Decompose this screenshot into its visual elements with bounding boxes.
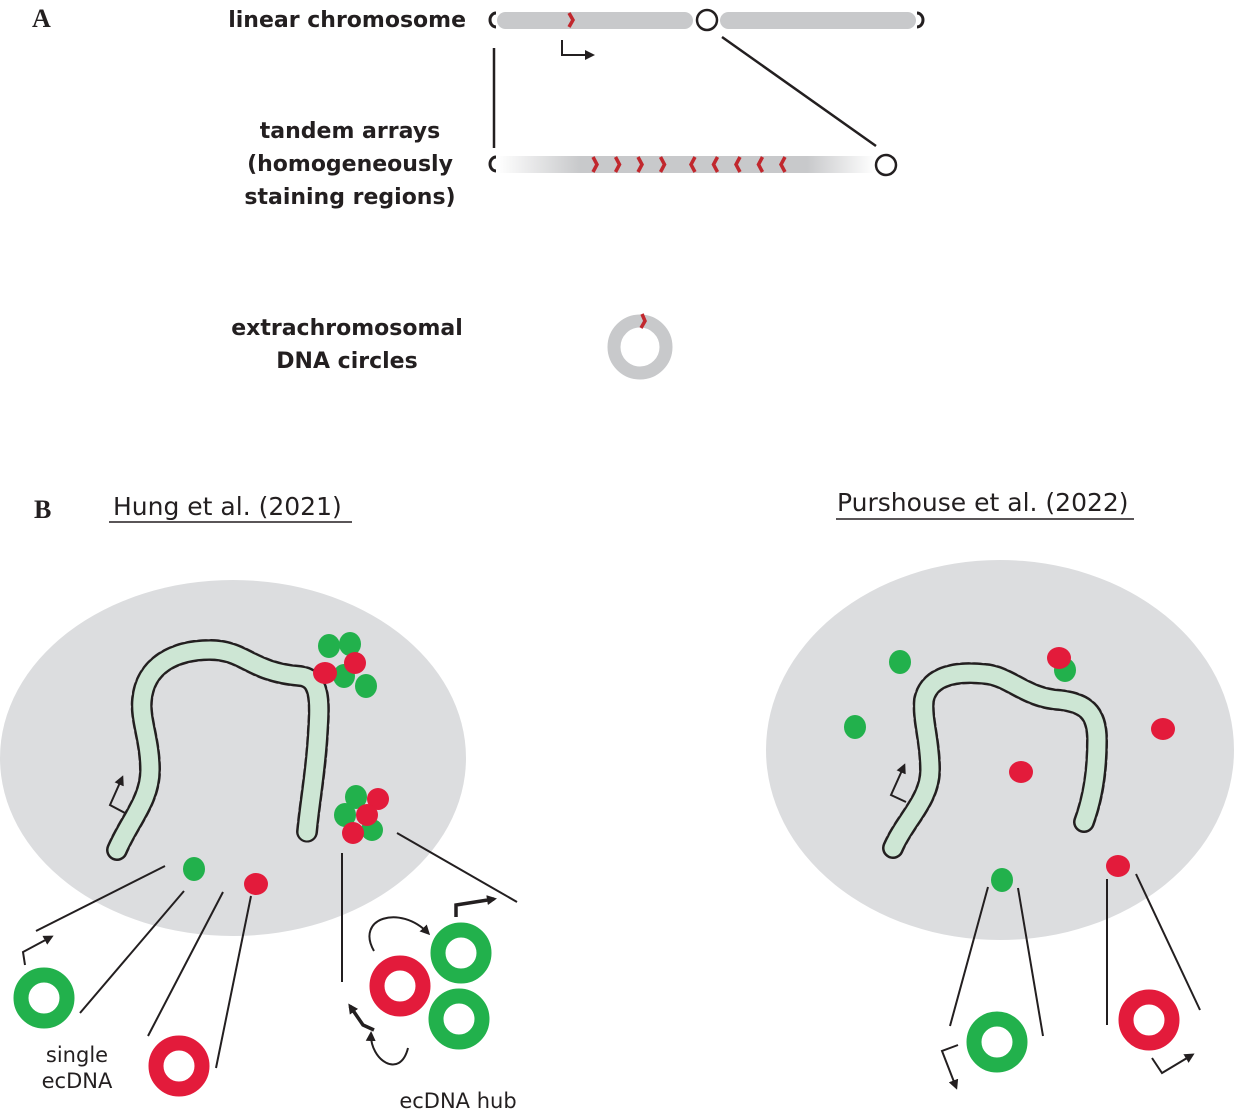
zoom-line (1135, 873, 1201, 1011)
green-ecdna-ring (13, 967, 75, 1029)
interaction-arrow-icon (365, 1031, 409, 1066)
transcription-arrow-icon (889, 763, 907, 803)
green-ecdna-ring (430, 922, 492, 984)
interaction-arrow-icon (368, 916, 431, 952)
linear-chromosome-label: linear chromosome (228, 8, 466, 33)
ecdna-hub-label: ecDNA hub (399, 1089, 516, 1113)
linear-chromosome (488, 8, 925, 60)
zoom-line (147, 891, 224, 1037)
green-ecdna-dot (889, 650, 911, 674)
hsr-body (497, 156, 875, 173)
red-ecdna-dot (344, 652, 366, 674)
telomere-right (916, 11, 925, 29)
oncogene-mark (639, 313, 647, 329)
purshouse-title: Purshouse et al. (2022) (837, 488, 1129, 517)
red-ecdna-ring (1118, 989, 1180, 1051)
red-ecdna-ring (369, 955, 431, 1017)
transcription-arrow-icon (348, 1003, 375, 1032)
purshouse-model: Purshouse et al. (2022) (766, 488, 1234, 1090)
hung-model: Hung et al. (2021) (0, 492, 518, 1113)
centromere (695, 8, 719, 32)
hung-title: Hung et al. (2021) (113, 492, 342, 521)
zoom-line (35, 865, 166, 932)
tandem-repeat-mark (711, 156, 720, 173)
tandem-repeat-mark (779, 156, 787, 173)
chromosome-arm-right (720, 12, 916, 29)
tandem-repeat-mark (734, 156, 742, 173)
red-ecdna-dot (313, 662, 337, 684)
tandem-repeat-mark (658, 156, 667, 173)
telomere-left (488, 155, 497, 173)
tandem-label-line: (homogeneously (247, 152, 453, 177)
green-ecdna-dot (355, 674, 377, 698)
green-ecdna-dot (345, 785, 367, 809)
zoom-line (396, 832, 518, 903)
red-ecdna-dot (367, 788, 389, 810)
transcription-arrow-icon (940, 1044, 959, 1090)
green-ecdna-dot (318, 634, 340, 658)
tandem-repeat-mark (591, 156, 599, 173)
tandem-repeat-mark (613, 156, 622, 173)
zoom-line (949, 886, 989, 1027)
ecdna-label-line: extrachromosomal (231, 316, 463, 341)
green-ecdna-dot (183, 857, 205, 881)
green-ecdna-dot (334, 803, 356, 827)
single-ecdna-label-line: ecDNA (42, 1069, 113, 1093)
chromosome-territory (108, 641, 328, 859)
red-ecdna-dot (1106, 855, 1130, 877)
green-ecdna-ring (428, 988, 490, 1050)
zoom-line (1017, 887, 1044, 1037)
red-ecdna-dot (1047, 647, 1071, 669)
red-ecdna-dot (1009, 761, 1033, 783)
ecdna-circle (607, 313, 673, 380)
green-ecdna-ring (966, 1011, 1028, 1073)
green-ecdna-dot (991, 868, 1013, 892)
connector-line (721, 35, 877, 148)
red-ecdna-dot (1151, 718, 1175, 740)
single-ecdna-label-line: single (46, 1043, 108, 1067)
tandem-repeats (591, 156, 787, 173)
transcription-arrow-icon (108, 775, 126, 814)
red-ecdna-dot (244, 873, 268, 895)
ecdna-hub-cluster (334, 785, 389, 844)
tandem-repeat-mark (689, 156, 697, 173)
transcription-arrow-icon (561, 40, 595, 60)
nucleus (0, 580, 466, 936)
telomere-left (488, 11, 497, 29)
tandem-repeat-mark (636, 156, 644, 173)
tandem-repeat-mark (756, 156, 765, 173)
panel-b-letter: B (34, 495, 51, 524)
transcription-arrow-icon (21, 935, 54, 966)
transcription-arrow-icon (1151, 1053, 1195, 1075)
chromosome-arm-left (497, 12, 693, 29)
ecdna-hub: ecDNA hub (348, 895, 517, 1113)
panel-a: A linear chromosome tandem arrays (homog… (32, 4, 925, 380)
tandem-label-line: staining regions) (244, 185, 455, 210)
ecdna-label-line: DNA circles (276, 349, 417, 374)
red-ecdna-dot (342, 822, 364, 844)
ecdna-ring (607, 314, 673, 380)
tandem-label-line: tandem arrays (260, 119, 440, 144)
red-ecdna-dot (356, 804, 378, 826)
panel-b: B Hung et al. (2021) (0, 488, 1234, 1113)
zoom-line (79, 890, 185, 1014)
green-ecdna-dot (339, 632, 361, 656)
panel-a-letter: A (32, 4, 51, 33)
centromere (874, 153, 898, 177)
oncogene-mark (567, 12, 576, 28)
hsr-chromosome (488, 153, 898, 177)
chromosome-territory (884, 664, 1106, 857)
zoom-line (215, 895, 252, 1069)
green-ecdna-dot (844, 715, 866, 739)
ecdna-hub-cluster (313, 632, 377, 698)
red-ecdna-ring (148, 1035, 210, 1097)
transcription-arrow-icon (454, 895, 497, 917)
